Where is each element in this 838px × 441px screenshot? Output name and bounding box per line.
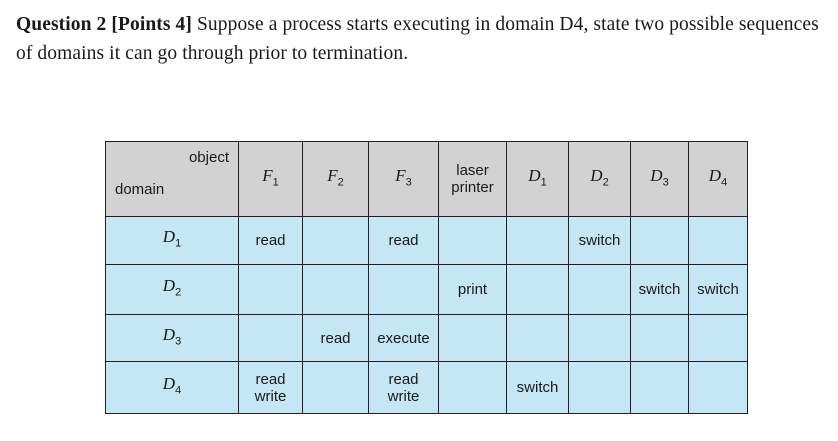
cell-d2-f3 (368, 264, 439, 315)
column-header-laser-printer-line1: laser (456, 162, 489, 179)
cell-d1-d3 (630, 216, 689, 265)
cell-d2-d3: switch (630, 264, 689, 315)
cell-text: read (388, 232, 419, 249)
cell-d1-f3: read (368, 216, 439, 265)
column-header-d2-base: D (590, 165, 603, 185)
cell-text: switch (578, 232, 621, 249)
row-header-d2: D2 (105, 264, 239, 315)
column-header-f3-base: F (395, 165, 406, 185)
column-header-d1-sub: 1 (540, 176, 547, 189)
column-header-d3-sub: 3 (662, 176, 669, 189)
cell-d3-f1 (238, 314, 303, 362)
cell-d3-d4 (688, 314, 748, 362)
cell-d1-f1: read (238, 216, 303, 265)
column-header-d3: D3 (630, 141, 689, 217)
cell-d1-d1 (506, 216, 569, 265)
table-row: D4 read write read write switch (105, 361, 748, 414)
row-header-d4: D4 (105, 361, 239, 414)
cell-d2-f1 (238, 264, 303, 315)
cell-d4-d1: switch (506, 361, 569, 414)
column-header-f1: F1 (238, 141, 303, 217)
table-row: D2 print switch switch (105, 264, 748, 315)
cell-d3-d2 (568, 314, 631, 362)
row-header-d4-sub: 4 (175, 384, 182, 397)
cell-d3-laser-printer (438, 314, 507, 362)
cell-d2-d2 (568, 264, 631, 315)
domain-axis-label: domain (115, 181, 165, 198)
cell-text: switch (516, 379, 559, 396)
cell-text: read (320, 329, 351, 347)
column-header-f1-sub: 1 (272, 176, 279, 189)
cell-d4-d3 (630, 361, 689, 414)
access-matrix-table: object domain F1 F2 F3 laser printer D1 … (105, 141, 748, 414)
cell-text-line1: read (255, 370, 286, 388)
cell-text: read (255, 232, 286, 249)
table-row: D3 read execute (105, 314, 748, 362)
row-header-d2-base: D (162, 276, 176, 296)
question-label: Question 2 [Points 4] (16, 14, 192, 35)
corner-header-cell: object domain (105, 141, 239, 217)
question-text: Question 2 [Points 4] Suppose a process … (16, 10, 822, 68)
cell-text-line2: write (387, 387, 420, 405)
cell-d2-d1 (506, 264, 569, 315)
cell-d4-d2 (568, 361, 631, 414)
column-header-f2-sub: 2 (337, 176, 344, 189)
table-row: D1 read read switch (105, 216, 748, 265)
row-header-d1-base: D (162, 227, 176, 247)
cell-d4-f1: read write (238, 361, 303, 414)
column-header-f1-base: F (262, 165, 273, 185)
column-header-d4: D4 (688, 141, 748, 217)
column-header-d1-base: D (528, 165, 541, 185)
column-header-f3: F3 (368, 141, 439, 217)
cell-text: switch (697, 281, 739, 298)
cell-d1-d4 (688, 216, 748, 265)
cell-d1-d2: switch (568, 216, 631, 265)
cell-d4-d4 (688, 361, 748, 414)
cell-d2-f2 (302, 264, 369, 315)
column-header-d4-sub: 4 (721, 176, 728, 189)
column-header-d3-base: D (650, 165, 663, 185)
row-header-d3-base: D (162, 324, 176, 344)
cell-d3-f2: read (302, 314, 369, 362)
column-header-f2: F2 (302, 141, 369, 217)
cell-d3-d1 (506, 314, 569, 362)
cell-text: switch (638, 281, 681, 298)
cell-d1-f2 (302, 216, 369, 265)
cell-text: execute (377, 329, 430, 347)
cell-text: print (457, 281, 488, 298)
column-header-laser-printer: laser printer (438, 141, 507, 217)
row-header-d3: D3 (105, 314, 239, 362)
cell-d1-laser-printer (438, 216, 507, 265)
row-header-d1-sub: 1 (175, 237, 182, 250)
column-header-laser-printer-line2: printer (451, 179, 494, 196)
column-header-f2-base: F (327, 165, 338, 185)
column-header-d2-sub: 2 (602, 176, 609, 189)
column-header-d4-base: D (708, 165, 722, 185)
column-header-d1: D1 (506, 141, 569, 217)
row-header-d4-base: D (162, 374, 176, 394)
object-axis-label: object (188, 149, 229, 166)
column-header-f3-sub: 3 (405, 176, 412, 189)
row-header-d3-sub: 3 (175, 335, 182, 348)
cell-d3-d3 (630, 314, 689, 362)
row-header-d1: D1 (105, 216, 239, 265)
cell-d2-laser-printer: print (438, 264, 507, 315)
table-header-row: object domain F1 F2 F3 laser printer D1 … (105, 141, 748, 217)
cell-d4-f2 (302, 361, 369, 414)
cell-text-line1: read (388, 370, 419, 388)
cell-d3-f3: execute (368, 314, 439, 362)
cell-text-line2: write (254, 387, 287, 405)
cell-d2-d4: switch (688, 264, 748, 315)
question-body: Suppose a process starts executing in do… (16, 14, 819, 64)
cell-d4-f3: read write (368, 361, 439, 414)
row-header-d2-sub: 2 (175, 286, 182, 299)
cell-d4-laser-printer (438, 361, 507, 414)
column-header-d2: D2 (568, 141, 631, 217)
